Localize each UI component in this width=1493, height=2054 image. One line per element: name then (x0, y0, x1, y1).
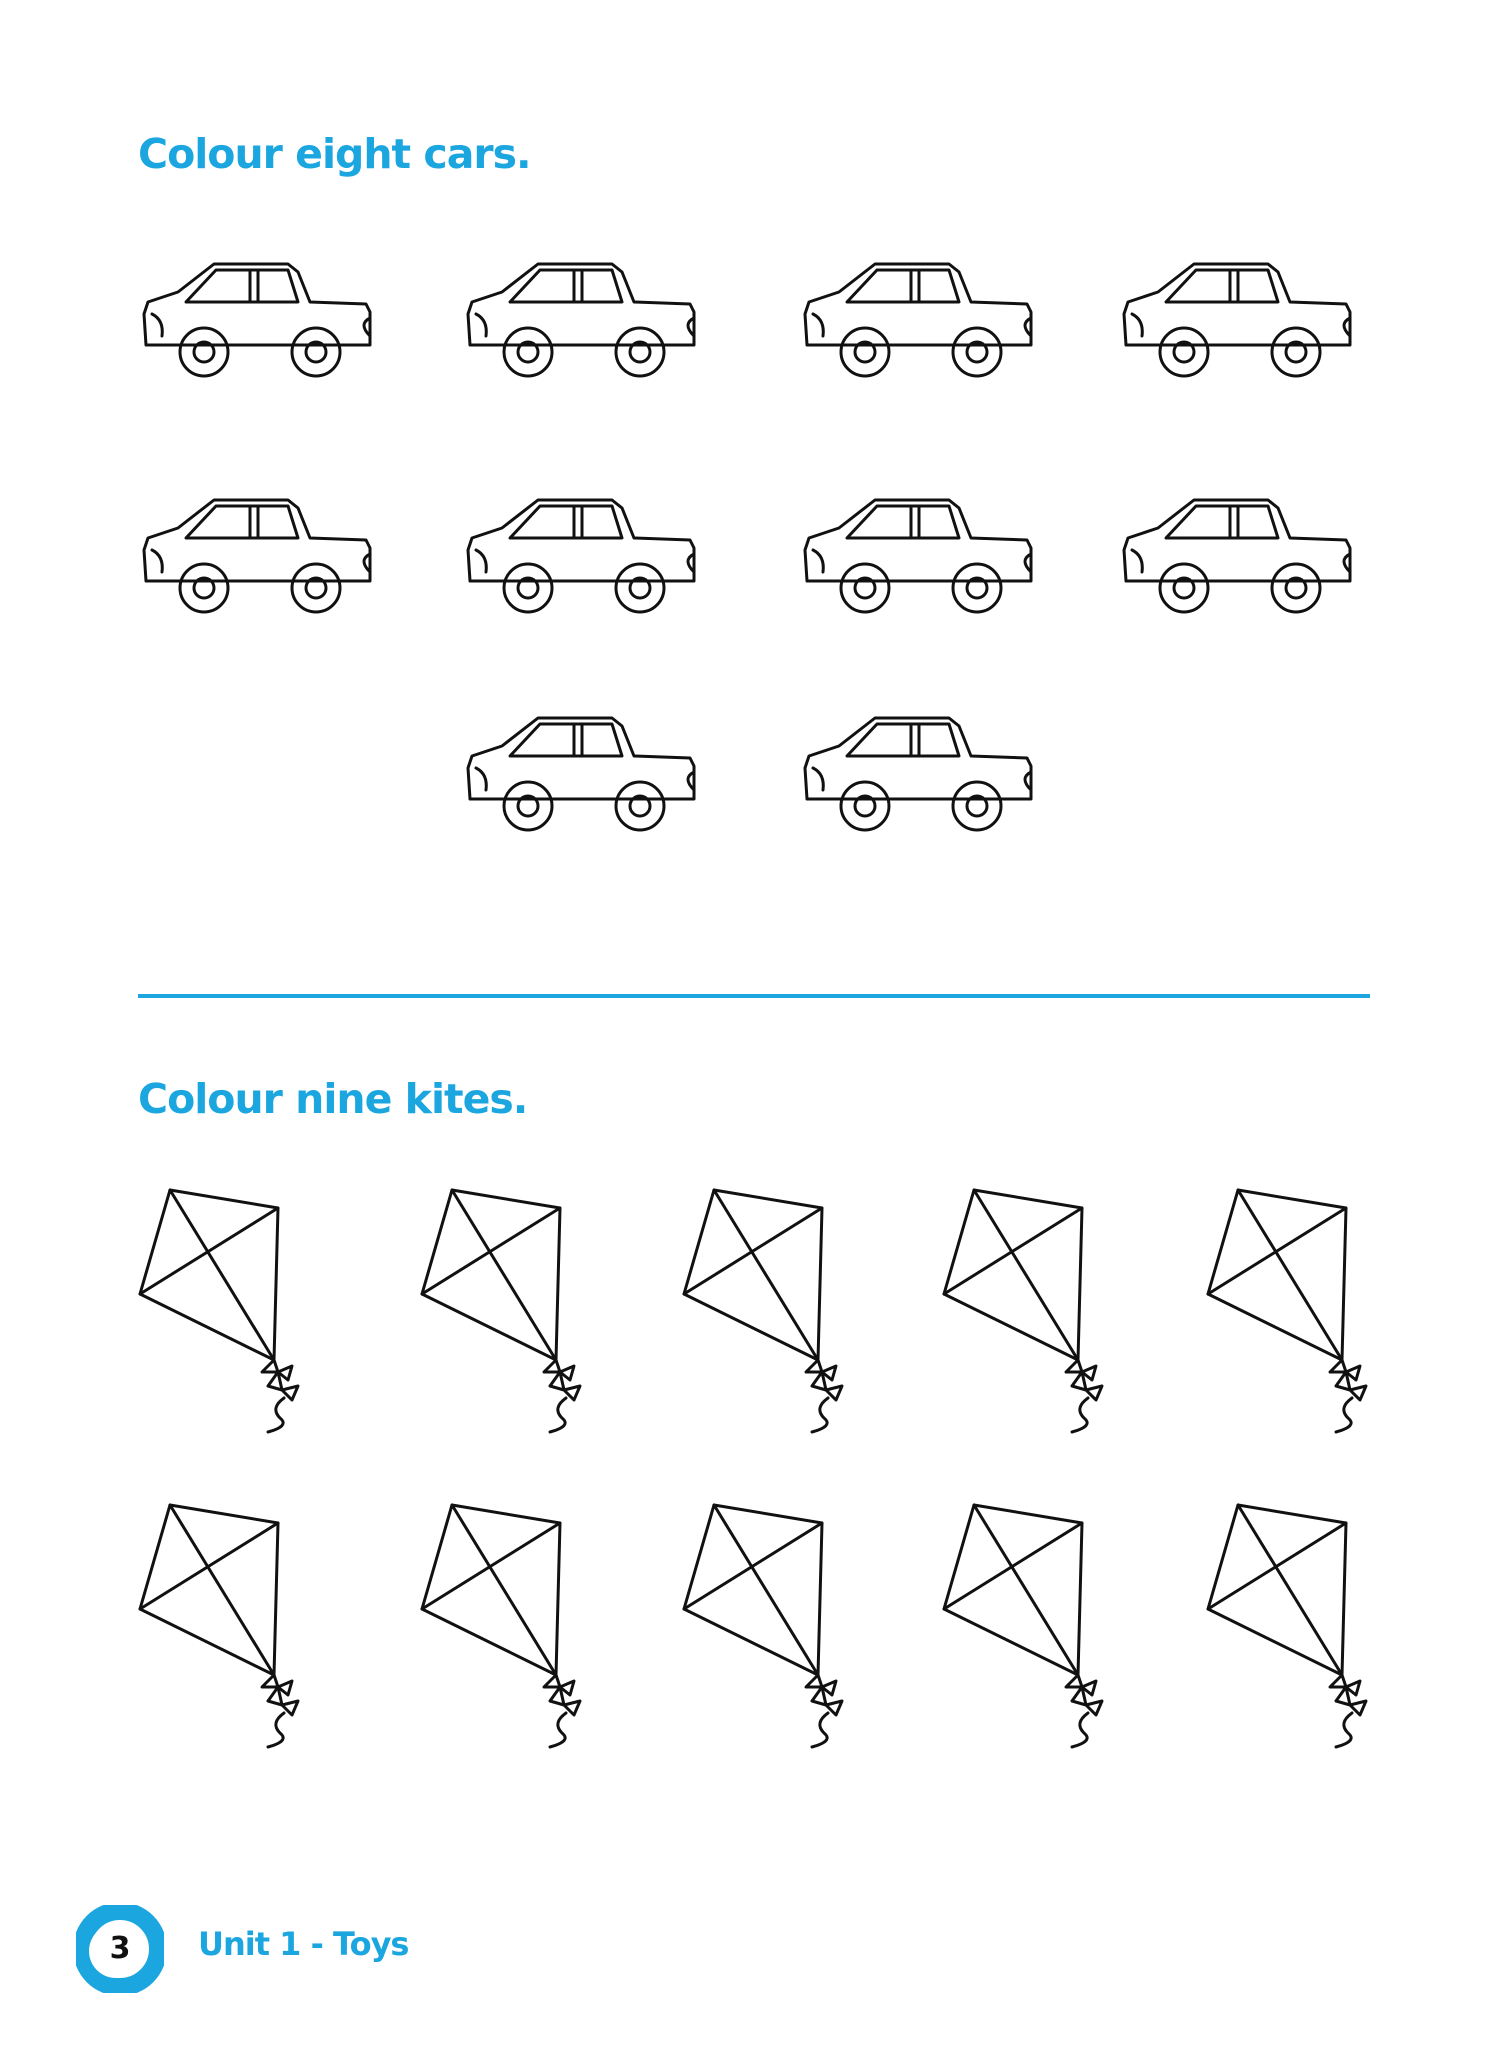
page-number: 3 (109, 1931, 131, 1966)
car-icon[interactable] (138, 262, 390, 392)
car-icon[interactable] (1118, 262, 1370, 392)
unit-title: Unit 1 - Toys (198, 1925, 409, 1963)
car-icon[interactable] (462, 716, 714, 846)
car-icon[interactable] (799, 262, 1051, 392)
car-icon[interactable] (799, 498, 1051, 628)
kite-icon[interactable] (942, 1503, 1114, 1755)
kites-heading: Colour nine kites. (138, 1075, 528, 1123)
page-footer: 3 Unit 1 - Toys (76, 1905, 576, 1993)
car-icon[interactable] (462, 262, 714, 392)
kite-icon[interactable] (420, 1188, 592, 1440)
car-icon[interactable] (138, 498, 390, 628)
car-icon[interactable] (462, 498, 714, 628)
kite-icon[interactable] (942, 1188, 1114, 1440)
kite-icon[interactable] (682, 1188, 854, 1440)
kite-icon[interactable] (420, 1503, 592, 1755)
car-icon[interactable] (1118, 498, 1370, 628)
kite-icon[interactable] (682, 1503, 854, 1755)
kite-icon[interactable] (138, 1503, 310, 1755)
section-divider (138, 994, 1370, 998)
page-number-badge-icon (76, 1905, 164, 1993)
kite-icon[interactable] (138, 1188, 310, 1440)
kite-icon[interactable] (1206, 1188, 1378, 1440)
car-icon[interactable] (799, 716, 1051, 846)
kite-icon[interactable] (1206, 1503, 1378, 1755)
cars-heading: Colour eight cars. (138, 130, 532, 178)
